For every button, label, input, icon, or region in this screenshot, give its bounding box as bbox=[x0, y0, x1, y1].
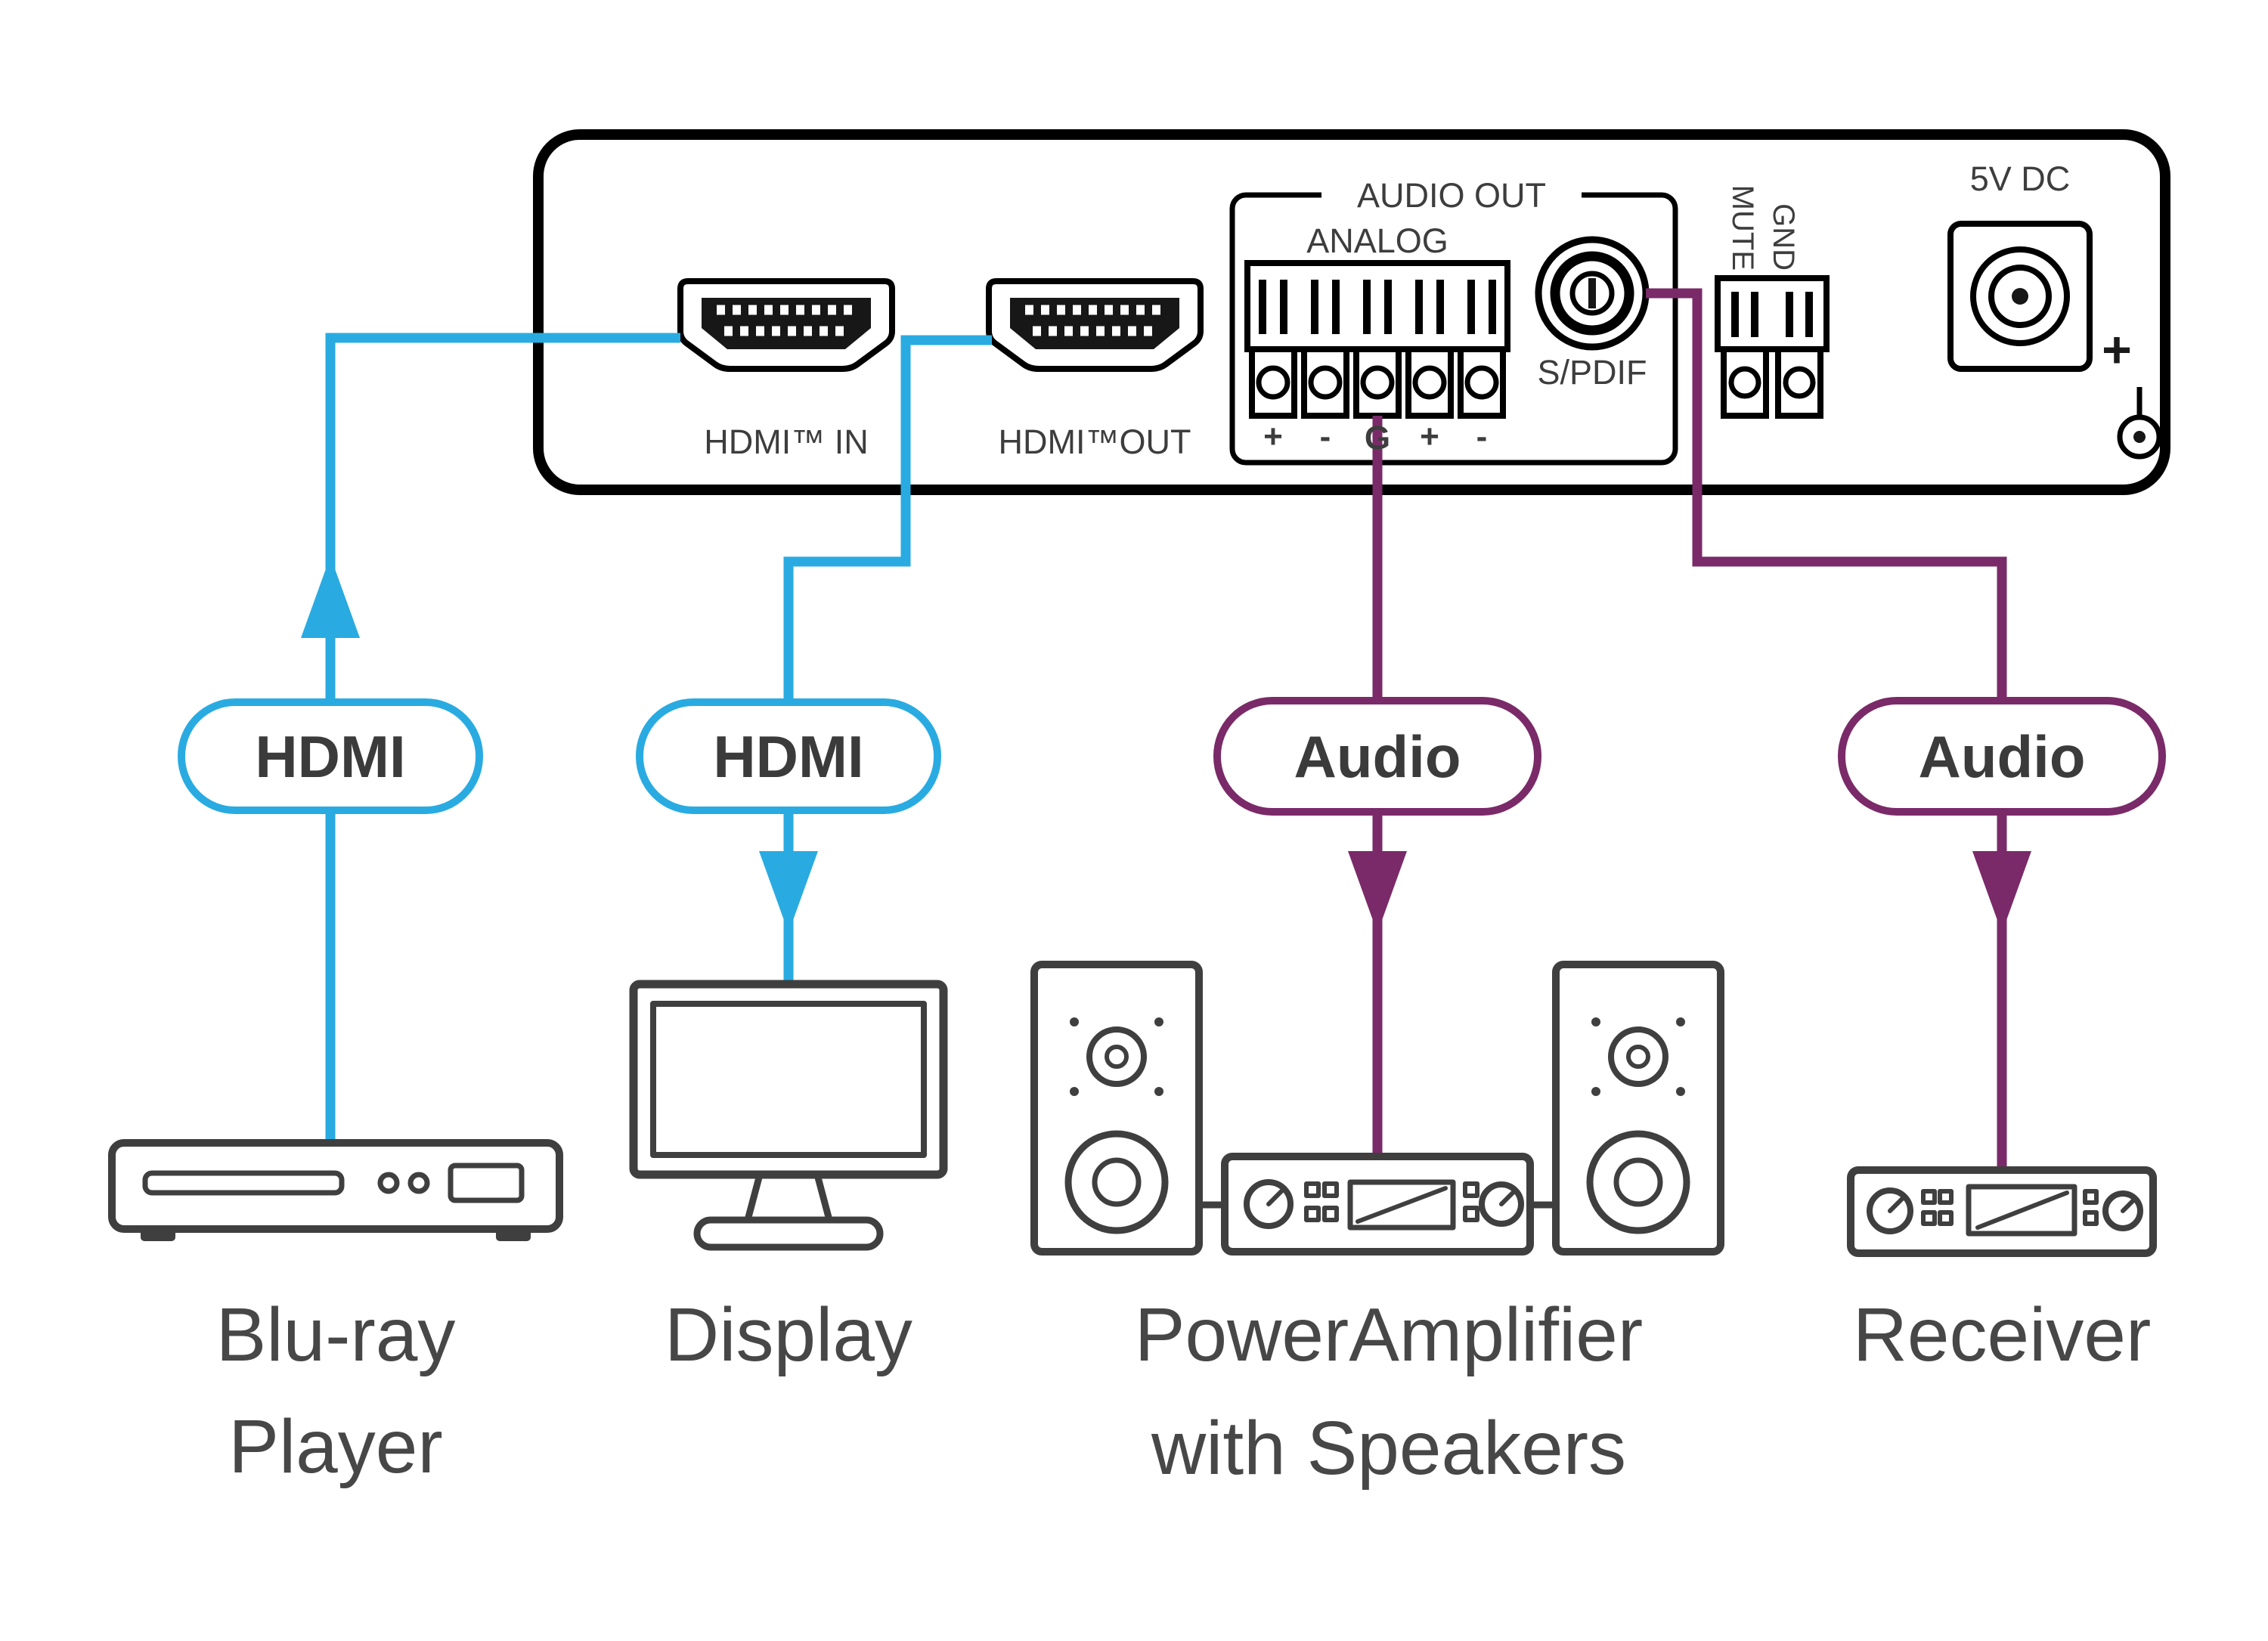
polarity-icon bbox=[2117, 387, 2162, 460]
arrow-up-icon bbox=[301, 556, 360, 638]
terminal-ports bbox=[1249, 346, 1506, 419]
hdmi-badge-label: HDMI bbox=[713, 723, 863, 790]
hdmi-out-label: HDMI™OUT bbox=[999, 423, 1191, 461]
device-label-receiver: Receiver bbox=[1853, 1293, 2152, 1377]
hdmi-badge-1: HDMI bbox=[178, 698, 483, 814]
audio-badge-label: Audio bbox=[1919, 723, 2086, 790]
terminal-screw-slots bbox=[1259, 280, 1496, 334]
hdmi-in-label: HDMI™ IN bbox=[704, 423, 869, 461]
audio-out-section: AUDIO OUT ANALOG bbox=[1229, 174, 1678, 466]
audio-badge-2: Audio bbox=[1838, 697, 2166, 816]
amplifier-icon bbox=[1195, 1153, 1560, 1256]
flow-arrows bbox=[301, 556, 2031, 933]
blu-ray-player-icon bbox=[108, 1139, 563, 1241]
arrow-down-icon bbox=[759, 851, 818, 933]
speaker-left-icon bbox=[1030, 961, 1203, 1256]
hdmi-cable-bluray bbox=[325, 333, 680, 1143]
end-devices: Blu-ray Player Display bbox=[108, 961, 2157, 1491]
device-label-display: Display bbox=[665, 1293, 912, 1377]
terminal-label-ground: G bbox=[1365, 420, 1390, 457]
terminal-label-minus1: - bbox=[1320, 418, 1331, 455]
hdmi-in-port: HDMI™ IN bbox=[677, 278, 895, 461]
gnd-label: GND bbox=[1767, 203, 1800, 271]
speaker-right-icon bbox=[1552, 961, 1724, 1256]
hdmi-badge-2: HDMI bbox=[636, 698, 941, 814]
analog-label: ANALOG bbox=[1306, 221, 1448, 260]
analog-terminal-block bbox=[1244, 260, 1510, 419]
receiver-icon bbox=[1847, 1166, 2157, 1257]
mute-screw-slots bbox=[1731, 292, 1813, 337]
mute-label: MUTE bbox=[1726, 185, 1759, 271]
hdmi-out-port: HDMI™OUT bbox=[986, 278, 1204, 461]
power-jack: 5V DC + bbox=[1947, 159, 2162, 460]
terminal-labels: + - G + - bbox=[1263, 418, 1487, 457]
polarity-plus-label: + bbox=[2102, 321, 2132, 379]
device-label-amplifier-line1: PowerAmplifier bbox=[1135, 1293, 1643, 1377]
arrow-down-icon bbox=[1348, 851, 1407, 933]
cable-badges: HDMI HDMI Audio Audio bbox=[178, 697, 2166, 816]
arrow-down-icon bbox=[1972, 851, 2031, 933]
mute-gnd-terminal: MUTE GND bbox=[1715, 185, 1830, 419]
terminal-label-minus2: - bbox=[1476, 418, 1488, 455]
audio-badge-label: Audio bbox=[1294, 723, 1461, 790]
hdmi-badge-label: HDMI bbox=[255, 723, 405, 790]
audio-badge-1: Audio bbox=[1213, 697, 1541, 816]
device-label-bluray-line2: Player bbox=[228, 1404, 442, 1489]
audio-out-label: AUDIO OUT bbox=[1357, 176, 1546, 215]
display-icon bbox=[629, 980, 948, 1251]
device-label-bluray-line1: Blu-ray bbox=[216, 1293, 456, 1377]
device-rear-panel: HDMI™ IN HDMI™OUT AUDIO OUT ANALOG bbox=[533, 129, 2170, 495]
device-label-amplifier-line2: with Speakers bbox=[1151, 1406, 1626, 1491]
terminal-label-plus2: + bbox=[1420, 418, 1439, 455]
power-label: 5V DC bbox=[1970, 159, 2071, 198]
spdif-label: S/PDIF bbox=[1537, 353, 1647, 392]
terminal-label-plus1: + bbox=[1263, 418, 1283, 455]
